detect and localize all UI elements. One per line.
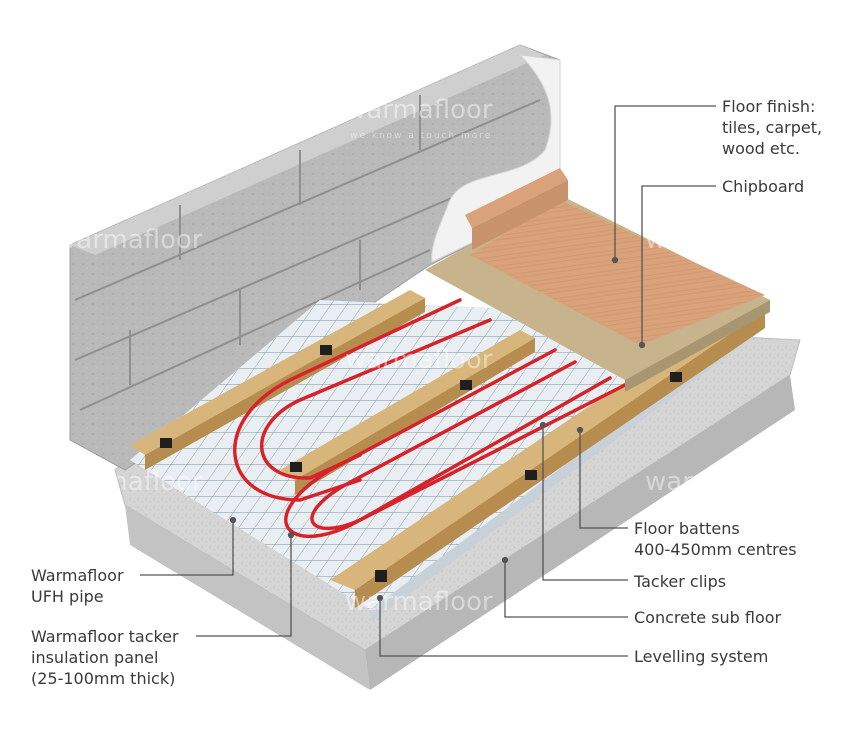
label-tacker-clips: Tacker clips — [634, 571, 726, 592]
watermarks: warmafloor we know a touch more warmaflo… — [55, 95, 793, 617]
watermark-text: warmafloor — [645, 225, 793, 255]
watermark-text: warmafloor — [345, 345, 493, 375]
label-concrete-sub-floor: Concrete sub floor — [634, 607, 781, 628]
label-floor-finish: Floor finish: tiles, carpet, wood etc. — [722, 96, 822, 159]
label-line: Floor battens — [634, 519, 740, 538]
watermark-text: warmafloor — [645, 467, 793, 497]
watermark-text: warmafloor — [345, 95, 493, 125]
floor-finish — [465, 168, 765, 345]
label-line: Tacker clips — [634, 572, 727, 591]
label-line: wood etc. — [722, 139, 800, 158]
leader-levelling — [379, 598, 628, 657]
leader-chipboard — [641, 185, 716, 345]
leader-ufh-pipe — [140, 520, 234, 576]
leader-lines — [140, 105, 716, 657]
watermark-text: warmafloor — [55, 225, 203, 255]
label-line: Floor finish: — [722, 97, 816, 116]
leader-floor-finish — [614, 105, 716, 260]
label-insulation-panel: Warmafloor tacker insulation panel (25-1… — [31, 626, 179, 689]
label-line: Warmafloor — [31, 566, 124, 585]
label-line: Levelling system — [634, 647, 769, 666]
batten-3 — [330, 305, 765, 608]
label-line: (25-100mm thick) — [31, 669, 176, 688]
label-line: Chipboard — [722, 177, 805, 196]
leader-floor-battens — [579, 430, 628, 529]
label-line: Concrete sub floor — [634, 608, 782, 627]
leader-insulation — [196, 535, 292, 637]
label-line: insulation panel — [31, 648, 159, 667]
ufh-pipe — [233, 298, 627, 538]
label-levelling-system: Levelling system — [634, 646, 768, 667]
label-line: 400-450mm centres — [634, 540, 797, 559]
label-line: Warmafloor tacker — [31, 627, 179, 646]
label-line: tiles, carpet, — [722, 118, 823, 137]
watermark-tagline: we know a touch more — [350, 131, 492, 141]
label-line: UFH pipe — [31, 587, 104, 606]
label-chipboard: Chipboard — [722, 176, 804, 197]
leader-concrete — [504, 560, 628, 618]
label-ufh-pipe: Warmafloor UFH pipe — [31, 565, 124, 607]
levelling-feet — [160, 345, 682, 582]
watermark-text: warmafloor — [55, 467, 203, 497]
leader-tacker-clips — [542, 425, 628, 581]
watermark-text: warmafloor — [345, 587, 493, 617]
label-floor-battens: Floor battens 400-450mm centres — [634, 518, 797, 560]
